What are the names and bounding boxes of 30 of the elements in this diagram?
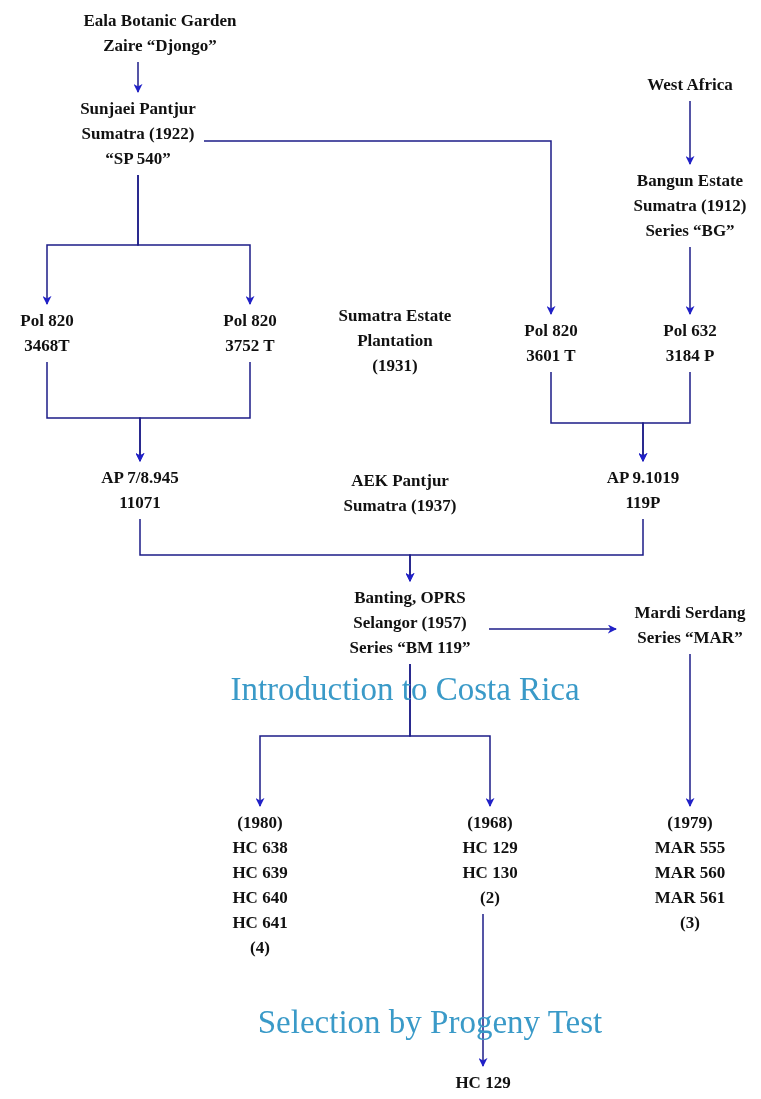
node-label: (1968) HC 129 HC 130 (2) <box>460 810 520 910</box>
node-label: AP 9.1019 119P <box>593 465 693 515</box>
arrow <box>478 913 488 1067</box>
arrow <box>638 371 691 462</box>
arrow <box>133 61 143 93</box>
node-label: Pol 820 3752 T <box>210 308 290 358</box>
arrow <box>685 653 695 807</box>
note-text: Sumatra Estate Plantation (1931) <box>337 305 453 377</box>
node-label: (1980) HC 638 HC 639 HC 640 HC 641 (4) <box>230 810 290 960</box>
arrow <box>409 663 495 807</box>
arrow <box>137 174 255 305</box>
node-label: Bangun Estate Sumatra (1912) Series “BG” <box>615 168 761 243</box>
note-text: AEK Pantjur Sumatra (1937) <box>342 470 458 517</box>
arrow <box>405 518 644 582</box>
arrow <box>488 624 617 634</box>
node-label: Pol 632 3184 P <box>650 318 730 368</box>
node-label: Pol 820 3601 T <box>511 318 591 368</box>
node-label: West Africa <box>630 72 750 97</box>
node-label: (1979) MAR 555 MAR 560 MAR 561 (3) <box>653 810 727 935</box>
node-label: HC 129 <box>443 1070 523 1095</box>
node-label: Banting, OPRS Selangor (1957) Series “BM 119” <box>335 585 485 660</box>
node-label: Mardi Serdang Series “MAR” <box>620 600 760 650</box>
node-label: Sunjaei Pantjur Sumatra (1922) “SP 540” <box>76 96 200 171</box>
node-label: Pol 820 3468T <box>7 308 87 358</box>
arrow <box>203 140 556 315</box>
arrow <box>685 246 695 315</box>
arrow <box>685 100 695 165</box>
node-label: AP 7/8.945 11071 <box>85 465 195 515</box>
arrow <box>135 361 251 462</box>
node-label: Eala Botanic Garden Zaire “Djongo” <box>80 8 240 58</box>
